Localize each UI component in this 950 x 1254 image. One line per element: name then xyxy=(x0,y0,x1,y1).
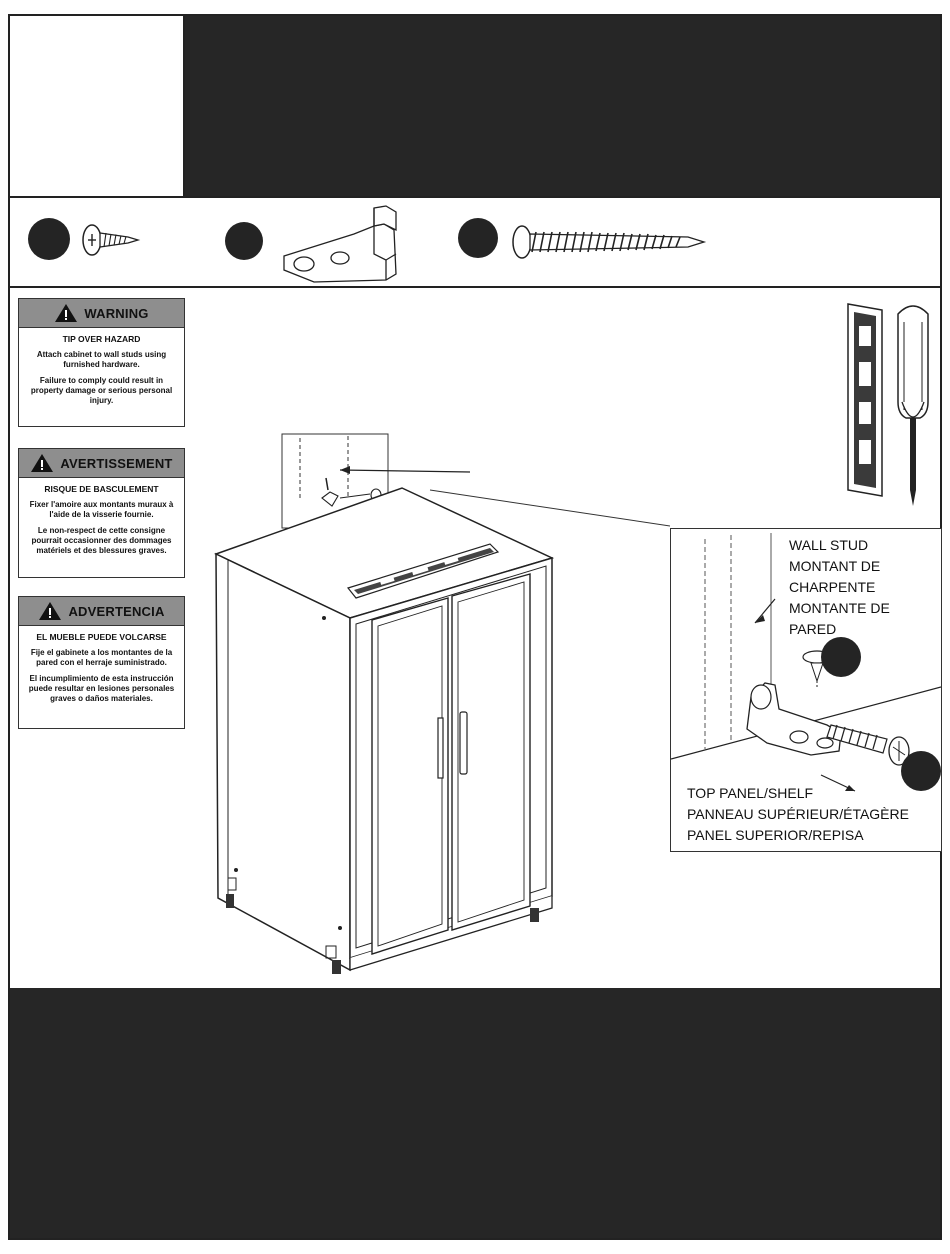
screwdriver-icon xyxy=(897,305,929,506)
warning-text: Failure to comply could result in proper… xyxy=(30,376,173,405)
level-icon xyxy=(847,303,883,497)
warning-text: Fije el gabinete a los montantes de la p… xyxy=(30,648,173,667)
warning-triangle-icon xyxy=(39,602,62,620)
wall-stud-callout: WALL STUD MONTANT DE CHARPENTE MONTANTE … xyxy=(789,537,890,637)
warning-triangle-icon xyxy=(55,304,78,322)
footer-band xyxy=(10,988,940,1238)
warning-text: El incumplimiento de esta instrucción pu… xyxy=(28,674,175,703)
warning-text: Le non-respect de cette consigne pourrai… xyxy=(31,526,172,555)
warning-header: AVERTISSEMENT xyxy=(19,449,184,478)
warning-title: ADVERTENCIA xyxy=(68,603,165,619)
warning-label-en: WARNING TIP OVER HAZARD Attach cabinet t… xyxy=(18,298,185,427)
wall-stud-detail-drawing xyxy=(671,533,941,792)
long-screw-icon xyxy=(512,225,707,259)
l-bracket-icon xyxy=(283,205,397,283)
part-badge-3 xyxy=(458,218,498,258)
detail-zoom-box: WALL STUD MONTANT DE CHARPENTE MONTANTE … xyxy=(670,528,942,852)
warning-title: WARNING xyxy=(84,305,149,321)
part-badge-1 xyxy=(28,218,70,260)
cabinet-illustration xyxy=(214,433,670,974)
warning-text: Attach cabinet to wall studs using furni… xyxy=(36,350,167,369)
header-band xyxy=(185,16,940,196)
warning-header: ADVERTENCIA xyxy=(19,597,184,626)
top-panel-callout: TOP PANEL/SHELF PANNEAU SUPÉRIEUR/ÉTAGÈR… xyxy=(687,785,909,843)
step-number-box xyxy=(10,16,185,196)
hardware-parts-row xyxy=(10,196,940,288)
instruction-main: WARNING TIP OVER HAZARD Attach cabinet t… xyxy=(10,288,942,988)
warning-triangle-icon xyxy=(31,454,54,472)
warning-subtitle: TIP OVER HAZARD xyxy=(62,334,141,344)
warning-label-es: ADVERTENCIA EL MUEBLE PUEDE VOLCARSE Fij… xyxy=(18,596,185,729)
warning-subtitle: EL MUEBLE PUEDE VOLCARSE xyxy=(36,632,167,642)
short-screw-icon xyxy=(82,224,141,256)
instruction-page: WARNING TIP OVER HAZARD Attach cabinet t… xyxy=(8,14,942,1240)
warning-title: AVERTISSEMENT xyxy=(60,455,173,471)
warning-header: WARNING xyxy=(19,299,184,328)
warning-label-fr: AVERTISSEMENT RISQUE DE BASCULEMENT Fixe… xyxy=(18,448,185,578)
part-badge-2 xyxy=(225,222,263,260)
warning-subtitle: RISQUE DE BASCULEMENT xyxy=(44,484,159,494)
warning-text: Fixer l'amoire aux montants muraux à l'a… xyxy=(29,500,174,519)
